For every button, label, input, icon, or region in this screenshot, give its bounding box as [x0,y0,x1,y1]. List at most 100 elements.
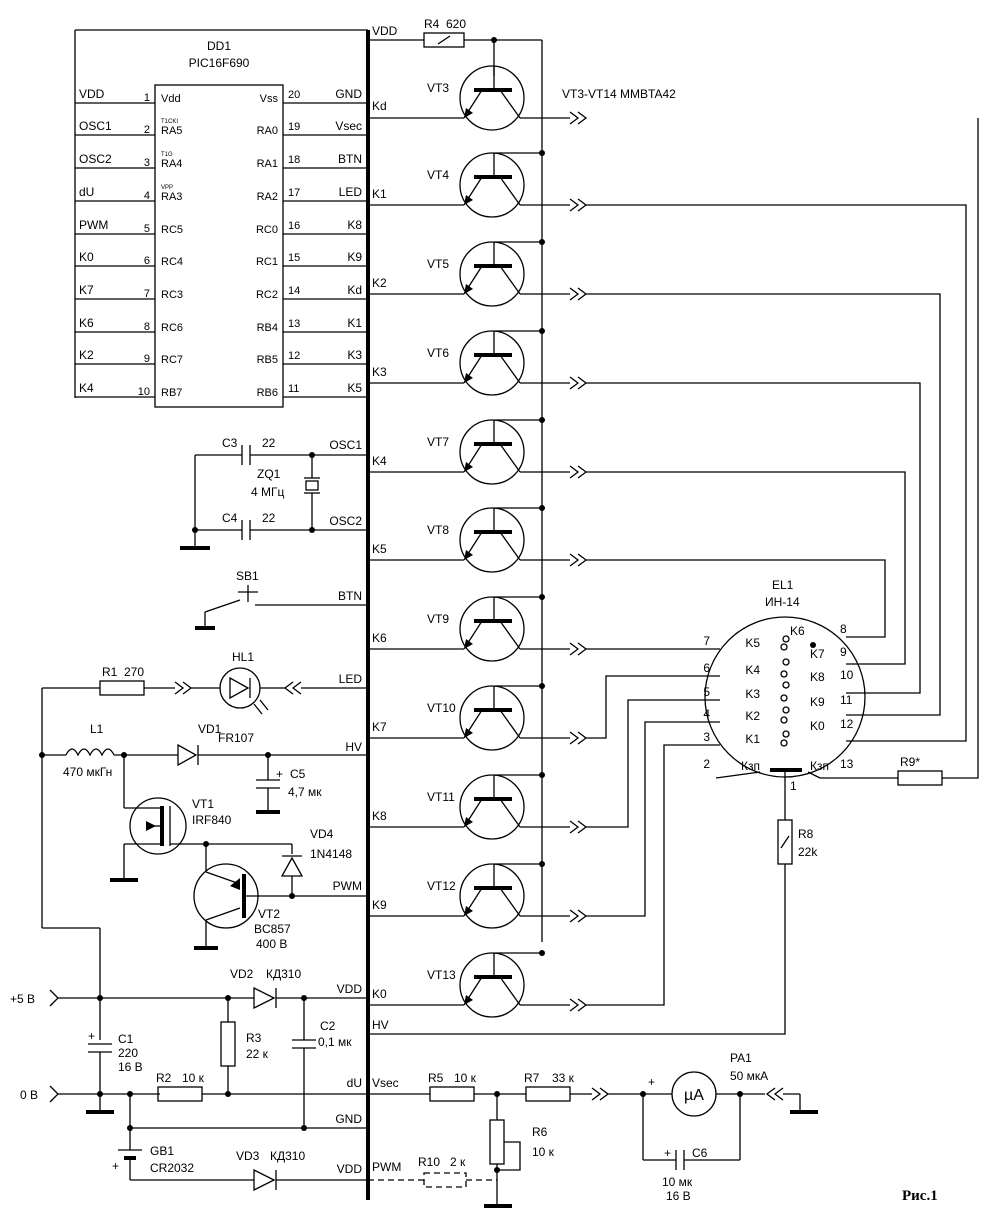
el1-cathode-contact [782,658,790,666]
c3-value: 22 [262,436,276,450]
zq1-crystal [305,480,319,491]
el1-left-pin-label: K2 [745,709,760,723]
el1-right-pin-number: 8 [840,622,847,636]
connector-arrow [569,731,580,745]
junction-dot [539,861,545,867]
junction-dot [289,893,295,899]
pa1-ref: PA1 [730,1051,752,1065]
r9-resistor [897,770,943,786]
dd1-left-pin-number: 3 [144,157,150,169]
dd1-left-pin-number: 8 [144,321,150,333]
dd1-right-pin-number: 12 [288,350,300,362]
connector-arrow [577,465,588,479]
r8-value: 22k [798,845,818,859]
dd1-left-pin-number: 5 [144,223,150,235]
dd1-right-net-label: GND [335,87,362,101]
el1-right-pin-label: K9 [810,695,825,709]
c6-plus: + [664,1146,671,1160]
hl1-ref: HL1 [232,650,254,664]
c2-value: 0,1 мк [318,1035,352,1049]
dd1-left-pin-number: 4 [144,190,150,202]
vd1-ref: VD1 [198,722,222,736]
c3-ref: C3 [222,436,238,450]
dd1-left-pin-alt: VPP [161,185,173,191]
collector-line [499,887,521,917]
transistor-label: VT5 [427,257,449,271]
c2-ref: C2 [320,1019,336,1033]
meter-section: R5 10 к R7 33 к + µA PA1 50 мкА + C6 10 … [368,1051,818,1208]
dd1-left-net-label: K7 [79,283,94,297]
bus-label-k7: K7 [372,720,387,734]
dd1-right-pin-name: RC2 [256,289,278,301]
connector-arrow [569,998,580,1012]
dd1-left-pin-name: Vdd [161,93,181,105]
c5-value: 4,7 мк [288,785,322,799]
connector-arrow [569,198,580,212]
transistor-label: VT7 [427,435,449,449]
trace-to-tube [586,559,886,638]
vdd-rail: R4 620 [368,17,543,942]
connector-arrow [569,111,580,125]
figure-label: Рис.1 [902,1188,938,1204]
oscillator-section: C3 22 C4 22 ZQ1 4 МГц [180,436,368,550]
emitter-arrow [464,550,473,560]
vd2-diode [253,986,276,1010]
transistor-label: VT3 [427,81,449,95]
connector-arrow [569,465,580,479]
el1-cathode-contact [780,694,788,702]
dd1-right-pin-number: 11 [288,383,299,395]
sb1-ref: SB1 [236,569,259,583]
bus-label-hv: HV [345,740,362,754]
vt2-collector [205,907,241,921]
transistor-vt5 [459,241,525,307]
junction-dot [97,1091,103,1097]
el1-cathode-contact [782,635,790,643]
junction-dot [539,772,545,778]
connector-arrow [773,1087,784,1101]
dd1-left-net-label: K6 [79,316,94,330]
el1-left-pin-number: 2 [703,757,710,771]
transistor-label: VT8 [427,523,449,537]
el1-left-pin-number: 4 [703,707,710,721]
r2-ref: R2 [156,1071,172,1085]
junction-dot [97,995,103,1001]
dd1-right-pin-number: 18 [288,154,300,166]
collector-line [499,531,521,561]
hl1-led [219,667,261,709]
el1-part: ИН-14 [765,595,800,609]
collector-line [499,620,521,650]
vd2-part: КД310 [266,967,301,981]
vd3-diode [253,1168,276,1192]
el1-pin2-lead [715,771,761,779]
bus-label-pwm: PWM [333,879,362,893]
dd1-left-pin-name: RC7 [161,354,183,366]
bus-label-k0: K0 [372,987,387,1001]
vd4-ref: VD4 [310,827,334,841]
connector-arrow [283,681,294,695]
emitter-arrow [464,817,473,827]
junction-dot [192,527,198,533]
dd1-part-label: PIC16F690 [189,56,250,70]
transistor-vt11 [459,774,525,840]
r1-ref: R1 [102,665,118,679]
collector-line [499,354,521,384]
pa1-plus: + [648,1075,655,1089]
sb1-contact [204,599,241,613]
transistor-vt6 [459,330,525,396]
dd1-left-net-label: OSC2 [79,152,112,166]
led-section: R1 270 HL1 [41,650,368,755]
trace-to-tube [586,744,720,1006]
boost-section: L1 470 мкГн VD1 FR107 + C5 4,7 мк VT1 IR… [39,722,368,951]
dd1-right-pin-number: 19 [288,121,300,133]
hv-return-wire [368,864,786,1035]
hl1-light-ray [253,703,263,715]
dd1-right-pin-number: 14 [288,285,300,297]
bus-label-kd: Kd [372,99,387,113]
bus-label-osc1: OSC1 [329,438,362,452]
connector-arrow [577,909,588,923]
junction-dot [539,417,545,423]
dd1-left-pin-name: RC5 [161,224,183,236]
